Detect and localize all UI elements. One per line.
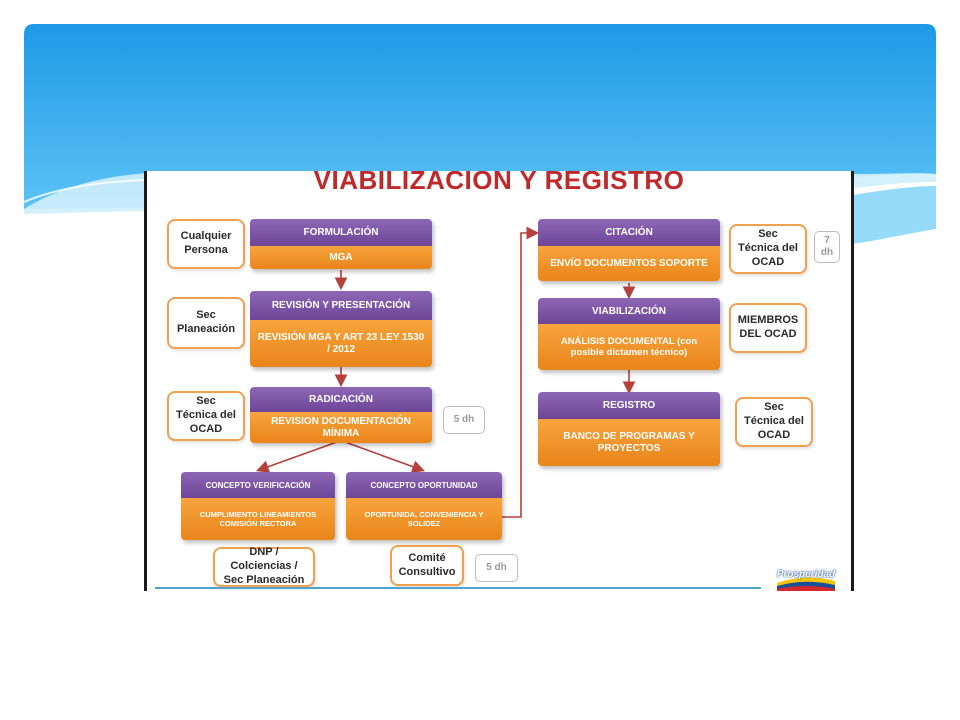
prosperidad-logo: Prosperidad: [775, 569, 837, 591]
actor-cualquier-persona: Cualquier Persona: [167, 219, 245, 269]
step-head: FORMULACIÓN: [250, 219, 432, 246]
step-concepto-verificacion: CONCEPTO VERIFICACIÓN CUMPLIMIENTO LINEA…: [181, 472, 335, 540]
flow-arrows: [255, 226, 636, 518]
actor-miembros-ocad: MIEMBROS DEL OCAD: [729, 303, 807, 353]
step-head: RADICACIÓN: [250, 387, 432, 412]
arrow-radicacion-verificacion: [255, 441, 338, 473]
step-head: CONCEPTO OPORTUNIDAD: [346, 472, 502, 498]
step-revision: REVISIÓN Y PRESENTACIÓN REVISIÓN MGA Y A…: [250, 291, 432, 367]
actor-sec-tecnica-registro: Sec Técnica del OCAD: [735, 397, 813, 447]
actor-sec-tecnica-radicacion: Sec Técnica del OCAD: [167, 391, 245, 441]
time-oportunidad: 5 dh: [475, 554, 518, 582]
arrow-oportunidad-citacion: [502, 226, 540, 518]
step-body: REVISIÓN MGA Y ART 23 LEY 1530 / 2012: [250, 320, 432, 367]
logo-text: Prosperidad: [776, 569, 836, 580]
step-radicacion: RADICACIÓN REVISION DOCUMENTACIÓN MÍNIMA: [250, 387, 432, 443]
actor-sec-planeacion: Sec Planeación: [167, 297, 245, 349]
step-head: VIABILIZACIÓN: [538, 298, 720, 324]
time-radicacion: 5 dh: [443, 406, 485, 434]
time-citacion: 7 dh: [814, 231, 840, 263]
step-concepto-oportunidad: CONCEPTO OPORTUNIDAD OPORTUNIDA, CONVENI…: [346, 472, 502, 540]
step-head: REVISIÓN Y PRESENTACIÓN: [250, 291, 432, 320]
step-body: OPORTUNIDA, CONVENIENCIA Y SOLIDEZ: [346, 498, 502, 540]
footer-divider: [155, 587, 761, 589]
step-head: REGISTRO: [538, 392, 720, 419]
step-citacion: CITACIÓN ENVÍO DOCUMENTOS SOPORTE: [538, 219, 720, 281]
diagram-title: VIABILIZACION Y REGISTRO: [313, 171, 685, 195]
step-body: BANCO DE PROGRAMAS Y PROYECTOS: [538, 419, 720, 466]
step-formulacion: FORMULACIÓN MGA: [250, 219, 432, 269]
step-registro: REGISTRO BANCO DE PROGRAMAS Y PROYECTOS: [538, 392, 720, 466]
step-body: ANÁLISIS DOCUMENTAL (con posible dictame…: [538, 324, 720, 370]
step-body: MGA: [250, 246, 432, 269]
step-body: CUMPLIMIENTO LINEAMIENTOS COMISIÓN RECTO…: [181, 498, 335, 540]
step-viabilizacion: VIABILIZACIÓN ANÁLISIS DOCUMENTAL (con p…: [538, 298, 720, 370]
step-head: CITACIÓN: [538, 219, 720, 246]
actor-comite-consultivo: Comité Consultivo: [390, 545, 464, 586]
step-head: CONCEPTO VERIFICACIÓN: [181, 472, 335, 498]
step-body: ENVÍO DOCUMENTOS SOPORTE: [538, 246, 720, 281]
step-body: REVISION DOCUMENTACIÓN MÍNIMA: [250, 412, 432, 443]
arrow-radicacion-oportunidad: [344, 441, 426, 473]
actor-sec-tecnica-citacion: Sec Técnica del OCAD: [729, 224, 807, 274]
actor-dnp-colciencias: DNP / Colciencias / Sec Planeación: [213, 546, 315, 587]
process-diagram: VIABILIZACION Y REGISTRO FORMULACIÓN MGA…: [144, 171, 854, 591]
